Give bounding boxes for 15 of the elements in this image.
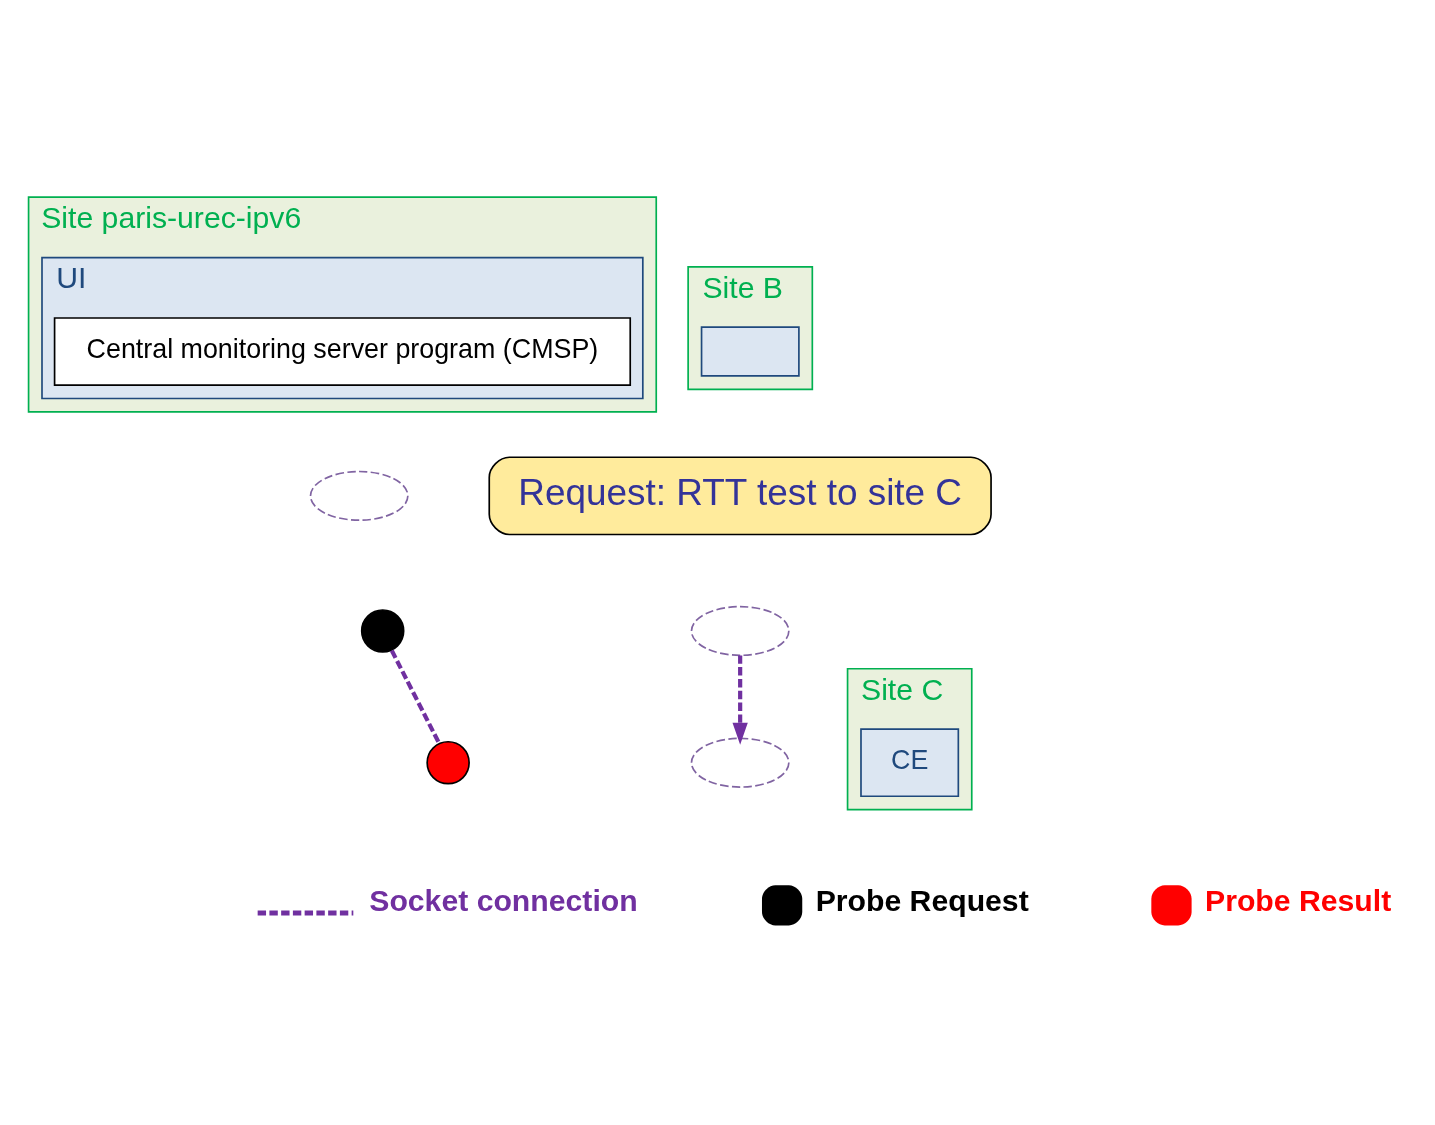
node-box: Request: RTT test to site C <box>488 455 992 535</box>
node-ellipse <box>690 737 790 788</box>
node-box <box>700 325 800 377</box>
legend-label: Probe Result <box>1205 883 1392 917</box>
node-circle <box>360 608 405 653</box>
legend-label: Socket connection <box>369 883 638 917</box>
legend-label: Probe Request <box>815 883 1029 917</box>
node-circle <box>426 740 470 785</box>
node-ellipse <box>309 470 409 521</box>
connector <box>389 649 441 744</box>
node-ellipse <box>690 605 790 656</box>
node-box: Central monitoring server program (CMSP) <box>53 316 632 386</box>
cluster: Site B <box>687 265 814 390</box>
node-box: CE <box>860 727 960 797</box>
arrow <box>732 655 748 745</box>
